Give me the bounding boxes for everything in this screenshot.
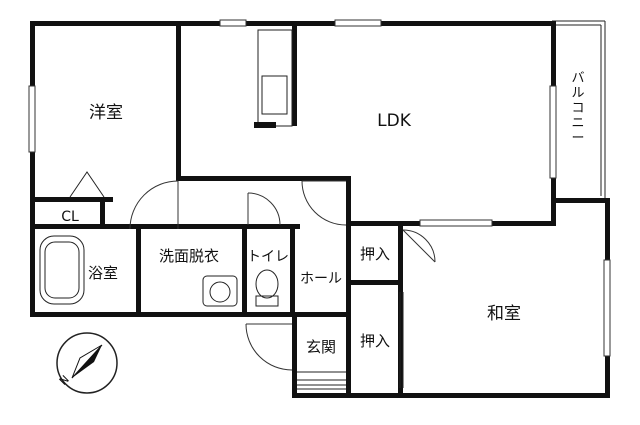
entrance-steps xyxy=(297,371,346,390)
label-closet: CL xyxy=(61,209,79,225)
door-swings xyxy=(129,180,436,388)
label-storage-lower: 押入 xyxy=(360,332,390,350)
windows xyxy=(28,19,611,357)
label-balcony: バルコニー xyxy=(571,71,584,146)
washbasin xyxy=(202,275,238,307)
label-ldk: LDK xyxy=(377,111,412,131)
label-storage-upper: 押入 xyxy=(360,245,390,263)
label-japanese-room: 和室 xyxy=(487,304,521,324)
compass-ring xyxy=(56,332,118,394)
closet-rail xyxy=(69,171,105,198)
toilet-fixture xyxy=(255,269,279,307)
label-entrance: 玄関 xyxy=(306,338,336,356)
label-western-room: 洋室 xyxy=(89,103,123,123)
label-bath: 浴室 xyxy=(88,264,118,282)
kitchen-counter xyxy=(254,29,293,128)
label-toilet: トイレ xyxy=(247,249,289,265)
label-hall: ホール xyxy=(300,271,342,287)
bathtub xyxy=(39,235,85,305)
compass-north-label: N xyxy=(57,373,72,388)
compass: N xyxy=(56,332,118,394)
room-labels: 洋室 LDK バルコニー CL 浴室 洗面脱衣 トイレ ホール 押入 押入 和室… xyxy=(61,71,584,356)
label-washroom: 洗面脱衣 xyxy=(159,247,219,265)
